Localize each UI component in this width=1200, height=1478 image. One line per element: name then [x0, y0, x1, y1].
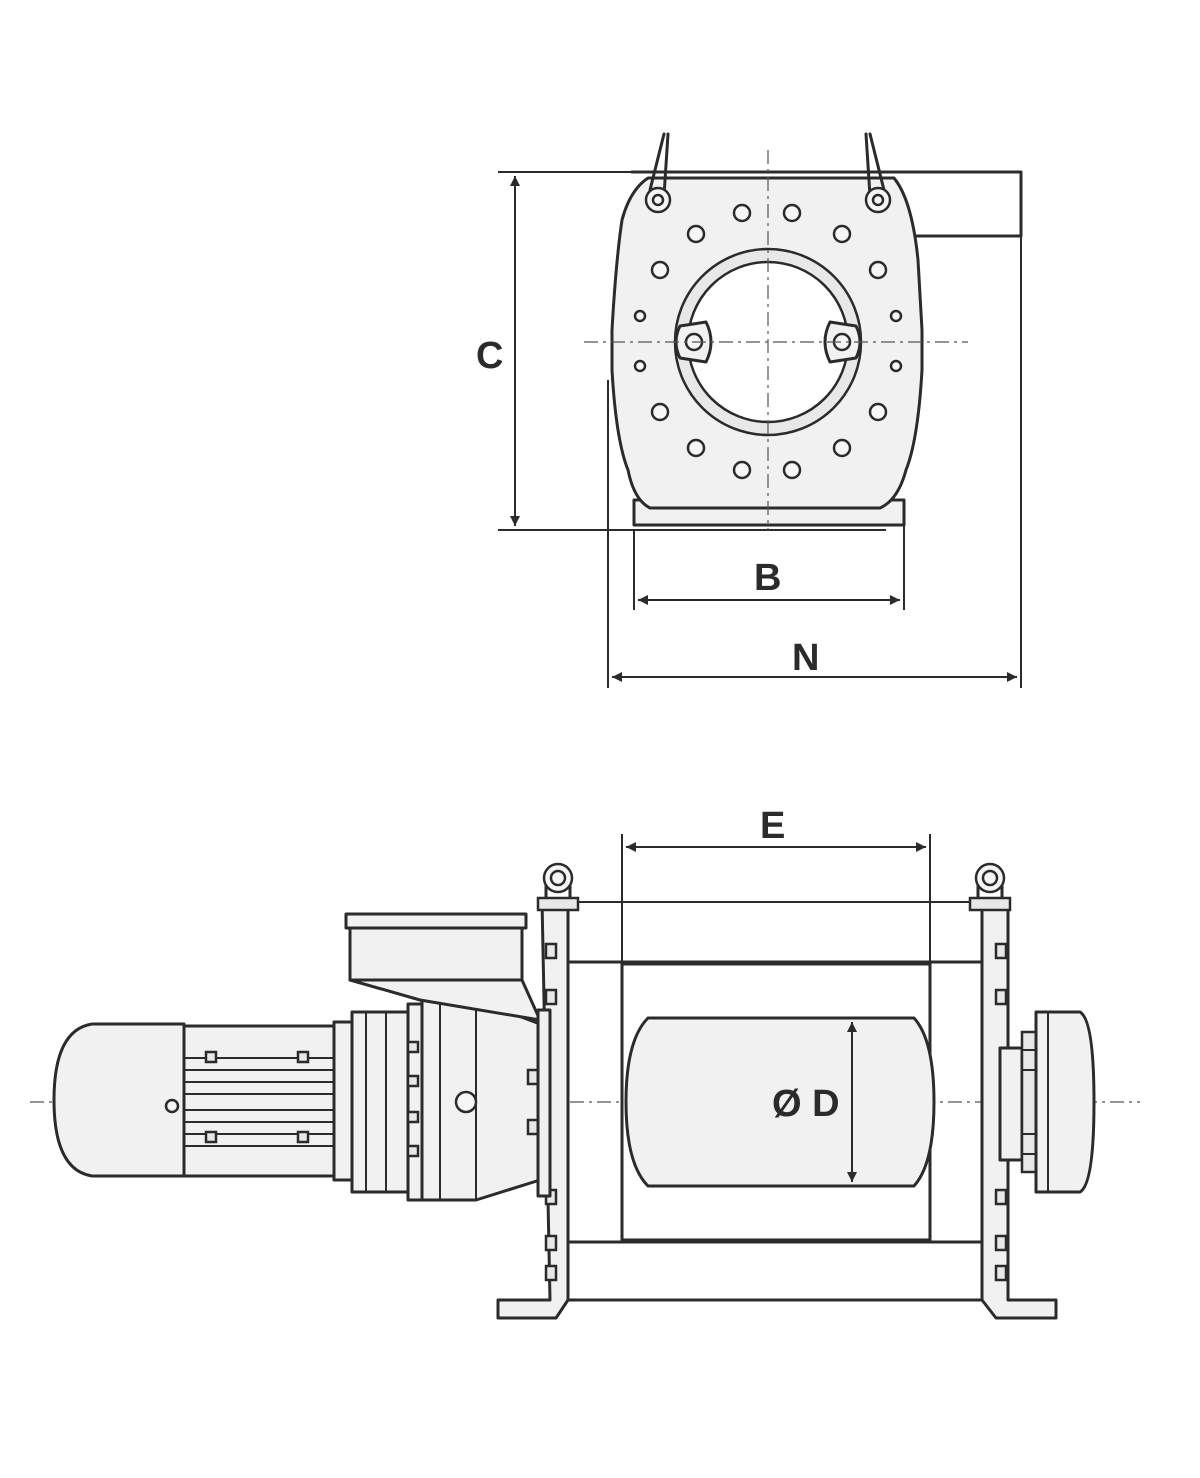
rope-drum [624, 1016, 936, 1188]
dimension-c [498, 171, 642, 531]
gearbox-oil-plug [454, 1090, 478, 1114]
motor-flange [332, 1020, 354, 1182]
control-box [348, 926, 524, 982]
gearbox-flange-bolts [406, 1040, 420, 1158]
label-d: Ø D [772, 1083, 840, 1125]
motor-end-cap [52, 1022, 186, 1178]
control-box-lid [344, 912, 528, 930]
motor-body [182, 1024, 336, 1178]
motor-cooling-fins [184, 1050, 334, 1147]
end-bearing-rings [1020, 1030, 1038, 1174]
end-cover [1034, 1010, 1096, 1194]
left-plate-inner [536, 1008, 552, 1198]
dimension-n [607, 236, 1022, 688]
end-view: C B N [476, 132, 1023, 688]
end-bearing-housing [998, 1046, 1024, 1162]
lifting-shackles [644, 132, 892, 214]
label-e: E [760, 805, 785, 847]
label-c: C [476, 335, 503, 377]
label-b: B [754, 557, 781, 599]
dimension-b [633, 500, 905, 610]
side-view: E Ø D [30, 805, 1140, 1320]
gearbox-housing-outline [630, 170, 1023, 238]
dimension-e [621, 834, 931, 964]
brake-housing [350, 1010, 410, 1194]
gearbox-input-flange [406, 1002, 424, 1202]
right-plate-bolts [994, 942, 1008, 1282]
flange-bolt-holes [633, 203, 903, 480]
label-n: N [792, 637, 819, 679]
motor-shaft-plug [164, 1098, 180, 1114]
side-lifting-eyes [536, 862, 1012, 912]
left-plate-bolts [526, 942, 558, 1282]
